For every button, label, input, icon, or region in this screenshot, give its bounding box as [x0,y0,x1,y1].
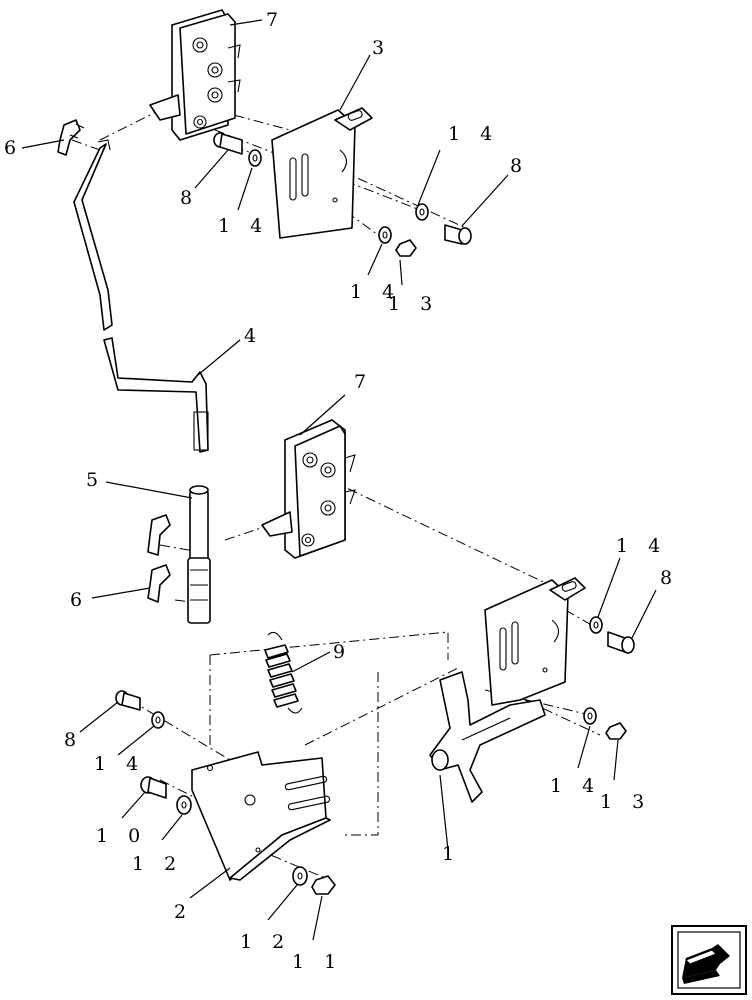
callout-9: 9 [333,641,352,663]
leader-lines [21,19,657,941]
callout-7-top: 7 [266,9,285,31]
callout-12-bottom: 1 2 [240,931,291,953]
mounting-bracket [191,751,331,881]
callout-13-bottom: 1 3 [600,791,651,813]
latch-middle [261,419,356,559]
callout-1: 1 [442,843,461,865]
rod-clip-middle [147,514,171,603]
callouts: 7 3 6 8 1 4 1 4 8 1 4 1 3 4 7 5 6 1 4 8 … [4,9,679,973]
callout-5: 5 [86,469,105,491]
washer-right-14b [589,616,603,634]
callout-13-top: 1 3 [388,293,439,315]
callout-4: 4 [244,325,263,347]
nut-bottom-13 [605,722,627,740]
striker-plate-top [271,107,373,239]
callout-14-right-top: 1 4 [448,123,499,145]
callout-10: 1 0 [96,825,147,847]
release-handle [429,671,546,803]
washer-top-14 [248,149,262,167]
washer-left-14 [151,711,165,729]
washer-left-12 [176,795,192,815]
latch-top [149,9,241,141]
callout-14-lower-top: 1 4 [350,281,401,303]
callout-8-mid: 8 [180,187,199,209]
pin-top [213,132,243,155]
connecting-rod [73,139,209,453]
pin-left-8 [115,690,141,711]
callout-14-right: 1 4 [616,535,667,557]
callout-6-mid: 6 [70,589,89,611]
callout-8-left: 8 [64,729,83,751]
callout-14-left: 1 4 [94,753,145,775]
nut-bottom-11 [311,875,336,895]
bolt-right-8b [607,631,635,654]
next-page-arrow-icon[interactable] [671,925,747,995]
callout-12-left: 1 2 [132,853,183,875]
nut-top-13 [395,239,417,257]
callout-6-top: 6 [4,137,23,159]
callout-8-right: 8 [660,567,679,589]
callout-3: 3 [372,37,391,59]
actuator-rod [187,485,211,624]
callout-14-bottom-right: 1 4 [550,775,601,797]
tension-spring [264,631,303,714]
bolt-right-8 [444,224,472,245]
callout-7-mid: 7 [354,371,373,393]
callout-11: 1 1 [292,951,343,973]
washer-bottom-right-14 [583,707,597,725]
washer-right-14 [415,203,429,221]
callout-2: 2 [174,901,193,923]
washer-lower-14 [378,226,392,244]
callout-8-right-top: 8 [510,155,529,177]
rod-clip-top [57,119,85,156]
bolt-left-10 [140,776,167,799]
striker-plate-lower [484,577,586,706]
washer-bottom-12 [292,866,308,886]
callout-14-mid: 1 4 [218,215,269,237]
